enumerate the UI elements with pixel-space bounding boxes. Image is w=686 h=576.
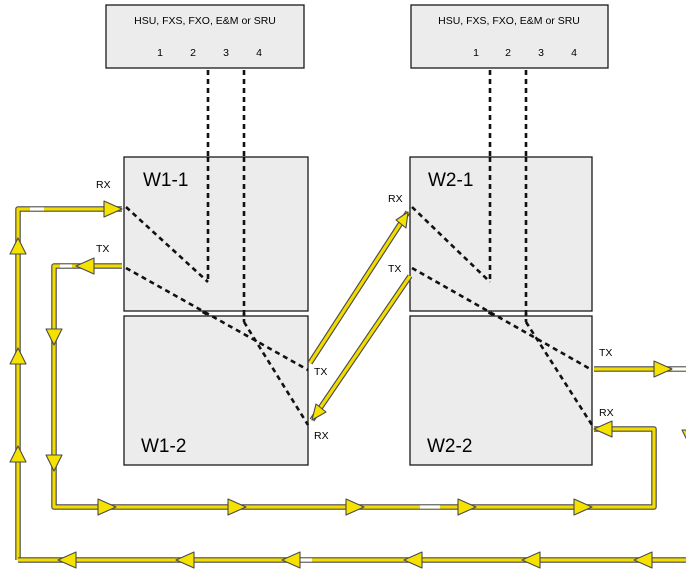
device-1-port-2: 2 — [190, 47, 196, 59]
dash-over-w12-rx — [242, 321, 310, 426]
arrow-left-4 — [403, 551, 423, 569]
arrow-up-3 — [9, 445, 27, 463]
device-1-port-3: 3 — [223, 47, 229, 59]
dash-over-w21-tx — [411, 266, 593, 372]
arrow-left-5 — [521, 551, 541, 569]
label-w11-tx: TX — [96, 243, 109, 255]
arrow-up-2 — [9, 347, 27, 365]
device-2-box — [410, 4, 609, 69]
block-w1-2 — [123, 315, 309, 466]
device-2-port-2: 2 — [505, 47, 511, 59]
arrow-into-w21-rx — [395, 211, 409, 229]
label-w2-2: W2-2 — [427, 436, 472, 457]
arrow-down-2 — [45, 454, 63, 472]
arrow-partial-right — [681, 429, 686, 440]
arrow-left-2 — [175, 551, 195, 569]
arrow-down-1 — [45, 328, 63, 346]
device-2-port-4: 4 — [571, 47, 577, 59]
label-w12-rx: RX — [314, 430, 329, 442]
label-w21-rx: RX — [388, 193, 403, 205]
block-w1-1 — [123, 156, 309, 312]
dash-over-w21-rx — [411, 206, 491, 283]
label-w22-rx: RX — [599, 407, 614, 419]
device-1-port-1: 1 — [157, 47, 163, 59]
label-w11-rx: RX — [96, 179, 111, 191]
dashed-overlays — [125, 157, 594, 426]
arrow-right-2 — [227, 498, 247, 516]
arrow-right-3 — [345, 498, 365, 516]
arrow-right-5 — [573, 498, 593, 516]
dash-over-w11-tx — [125, 266, 309, 372]
label-w21-tx: TX — [388, 263, 401, 275]
device-1: HSU, FXS, FXO, E&M or SRU 1 2 3 4 — [105, 4, 305, 69]
device-2-header: HSU, FXS, FXO, E&M or SRU — [438, 15, 580, 27]
device-1-header: HSU, FXS, FXO, E&M or SRU — [134, 15, 276, 27]
label-w1-1: W1-1 — [143, 170, 188, 191]
arrow-right-4 — [457, 498, 477, 516]
arrow-left-6 — [633, 551, 653, 569]
arrow-right-1 — [97, 498, 117, 516]
arrow-into-w22-rx — [593, 420, 613, 438]
device-2-port-3: 3 — [538, 47, 544, 59]
arrow-up-1 — [9, 237, 27, 255]
device-1-box — [105, 4, 305, 69]
device-2: HSU, FXS, FXO, E&M or SRU 1 2 3 4 — [410, 4, 609, 69]
dash-over-w22-rx — [524, 321, 594, 426]
arrowheads — [9, 200, 686, 569]
arrow-out-w22-tx — [653, 360, 673, 378]
dash-over-w11-rx — [125, 206, 209, 283]
arrow-into-w11-rx — [103, 200, 123, 218]
block-w2-2 — [409, 315, 593, 466]
label-w1-2: W1-2 — [141, 436, 186, 457]
device-1-port-4: 4 — [256, 47, 262, 59]
label-w22-tx: TX — [599, 347, 612, 359]
arrow-out-w11-tx — [75, 257, 95, 275]
label-w2-1: W2-1 — [428, 170, 473, 191]
arrow-into-w12-rx — [311, 403, 327, 421]
arrow-left-3 — [281, 551, 301, 569]
device-2-port-1: 1 — [473, 47, 479, 59]
label-w12-tx: TX — [314, 366, 327, 378]
arrow-left-1 — [57, 551, 77, 569]
